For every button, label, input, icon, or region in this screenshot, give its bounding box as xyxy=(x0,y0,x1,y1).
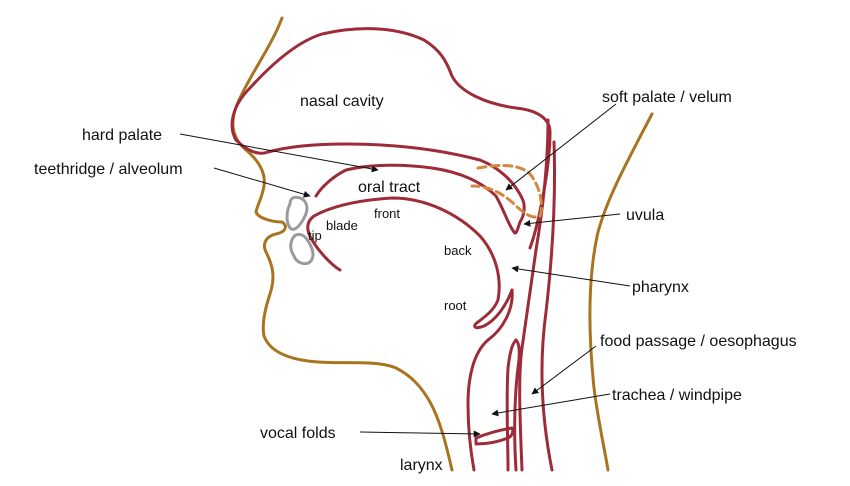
food-passage-leader xyxy=(531,345,597,395)
oesophagus-wall-outline xyxy=(540,140,557,472)
label-larynx: larynx xyxy=(400,457,443,474)
label-trachea: trachea / windpipe xyxy=(612,387,742,404)
pharynx-back-outline xyxy=(518,118,550,472)
larynx-separator-outline xyxy=(505,338,521,472)
label-tip: tip xyxy=(308,228,322,243)
tongue-outline xyxy=(306,196,514,330)
upper-teeth-shape xyxy=(285,195,309,231)
neck-back-outline xyxy=(588,112,654,472)
label-blade: blade xyxy=(326,218,358,233)
uvula-leader xyxy=(523,213,621,227)
trachea-leader xyxy=(491,393,611,417)
pharynx-leader xyxy=(511,265,631,287)
label-back: back xyxy=(444,243,472,258)
nasal-cavity-outline xyxy=(230,27,552,250)
label-hard-palate: hard palate xyxy=(82,127,162,144)
hard-palate-leader xyxy=(179,133,379,173)
vocal-folds-leader xyxy=(359,430,481,438)
label-food-passage: food passage / oesophagus xyxy=(600,333,797,350)
label-front: front xyxy=(374,206,400,221)
label-oral-tract: oral tract xyxy=(358,179,421,196)
label-vocal-folds: vocal folds xyxy=(260,425,336,442)
label-uvula: uvula xyxy=(626,207,664,224)
lower-teeth-shape xyxy=(289,232,315,266)
velum-dashed-outline xyxy=(470,164,544,219)
label-root: root xyxy=(444,298,467,313)
label-pharynx: pharynx xyxy=(632,279,689,296)
label-soft-palate: soft palate / velum xyxy=(602,89,732,106)
hard-palate-outline xyxy=(234,138,526,235)
face-profile-outline xyxy=(231,16,454,472)
vocal-folds-shape xyxy=(474,426,515,446)
soft-palate-leader xyxy=(505,103,617,191)
label-nasal-cavity: nasal cavity xyxy=(300,93,384,110)
label-teethridge: teethridge / alveolum xyxy=(34,161,183,178)
teethridge-leader xyxy=(213,167,311,198)
pharynx-front-outline xyxy=(466,288,514,472)
